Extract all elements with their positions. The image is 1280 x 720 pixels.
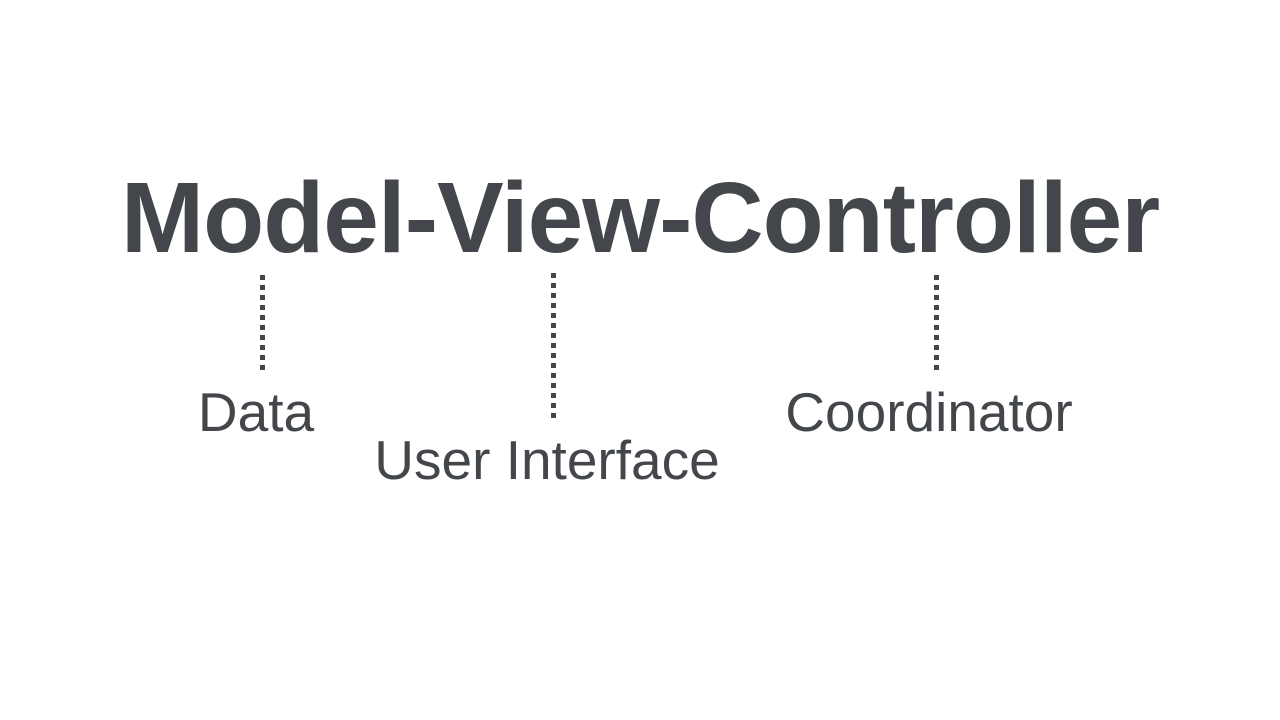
label-view-meaning: User Interface bbox=[374, 429, 720, 491]
dotted-connector-model bbox=[260, 275, 265, 370]
dotted-connector-controller bbox=[934, 275, 939, 370]
dotted-connector-view bbox=[551, 273, 556, 418]
label-controller-meaning: Coordinator bbox=[785, 381, 1073, 443]
diagram-title: Model-View-Controller bbox=[120, 162, 1160, 274]
label-model-meaning: Data bbox=[197, 381, 315, 443]
